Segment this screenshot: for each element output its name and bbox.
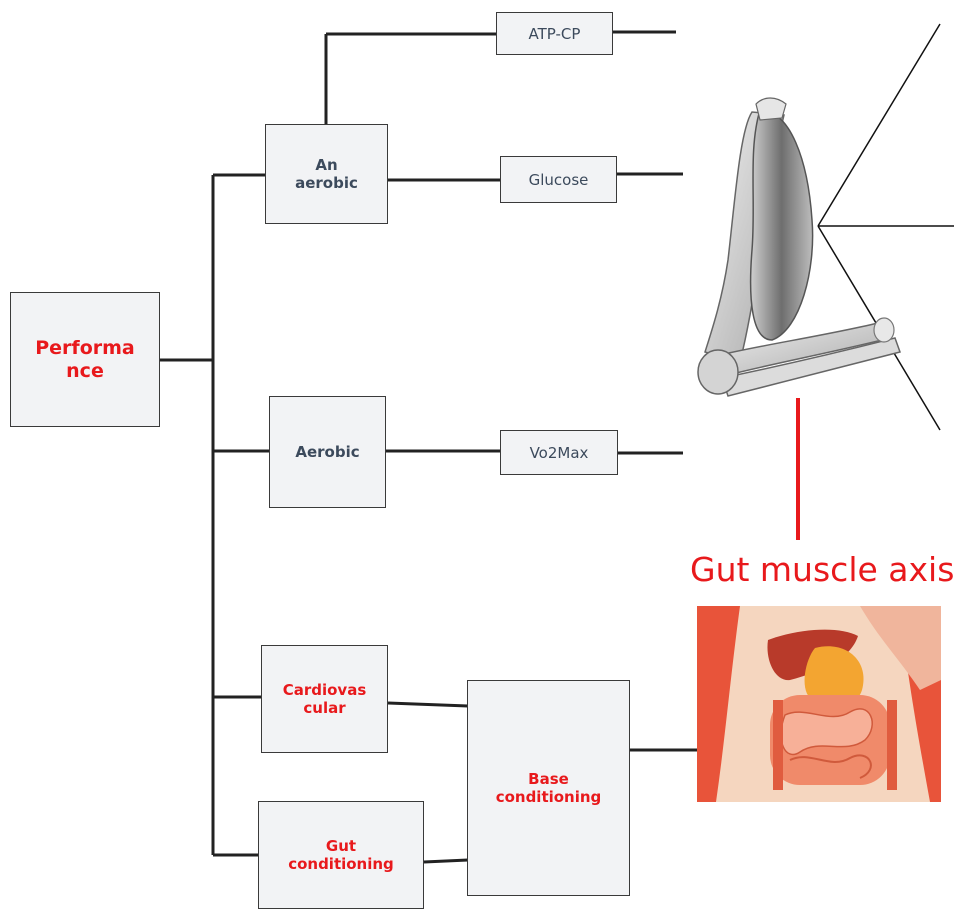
node-gut-conditioning-label: Gut conditioning xyxy=(288,837,394,873)
node-base-conditioning-label: Base conditioning xyxy=(496,770,602,806)
node-atp-cp-label: ATP-CP xyxy=(529,25,581,43)
node-cardiovascular: Cardiovas cular xyxy=(261,645,388,753)
node-aerobic: Aerobic xyxy=(269,396,386,508)
node-cardiovascular-label: Cardiovas cular xyxy=(283,681,367,717)
node-vo2max-label: Vo2Max xyxy=(530,444,589,462)
muscle-pointer-lines xyxy=(818,24,954,430)
arm-muscle-illustration xyxy=(698,98,900,396)
node-performance-label: Performa nce xyxy=(35,337,135,383)
node-gut-conditioning: Gut conditioning xyxy=(258,801,424,909)
node-glucose-label: Glucose xyxy=(529,171,589,189)
node-glucose: Glucose xyxy=(500,156,617,203)
node-atp-cp: ATP-CP xyxy=(496,12,613,55)
node-aerobic-label: Aerobic xyxy=(295,443,359,461)
node-performance: Performa nce xyxy=(10,292,160,427)
digestive-system-illustration xyxy=(697,606,941,802)
node-vo2max: Vo2Max xyxy=(500,430,618,475)
node-anaerobic-label: An aerobic xyxy=(295,156,358,192)
node-base-conditioning: Base conditioning xyxy=(467,680,630,896)
gut-muscle-axis-caption: Gut muscle axis xyxy=(690,550,954,589)
node-anaerobic: An aerobic xyxy=(265,124,388,224)
